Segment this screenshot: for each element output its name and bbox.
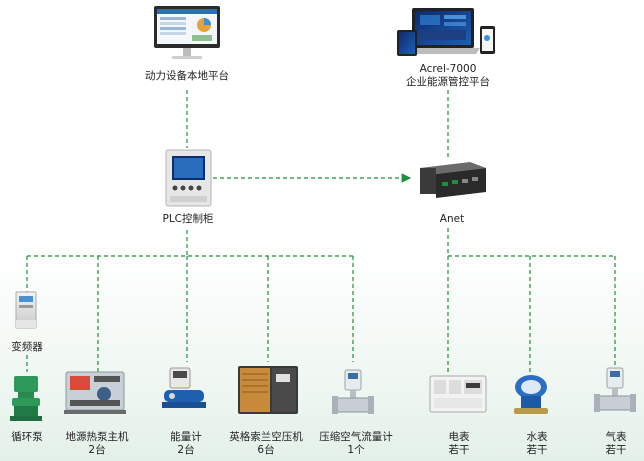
local-platform-label: 动力设备本地平台 [145,70,229,82]
device-name: 能量计 [170,431,202,443]
air-compressor-icon [238,366,298,414]
plc-label: PLC控制柜 [162,213,214,225]
flow-meter-icon [332,369,374,414]
device-count: 2台 [177,444,195,456]
energy-meter-icon [162,367,206,408]
device-label-water: 水表若干 [527,431,548,457]
device-name: 地源热泵主机 [65,431,129,443]
gas-meter-icon [594,367,636,412]
device-count: 若干 [605,444,627,456]
device-label-elec: 电表若干 [449,431,470,457]
plc-cabinet-icon [165,149,212,207]
device-label-vfd: 变频器 [11,341,43,353]
device-count: 2台 [88,444,106,456]
device-label-pump: 循环泵 [11,431,43,443]
pump-icon [10,376,42,421]
electricity-meter-icon [429,375,487,413]
device-count: 1个 [347,444,365,456]
device-name: 英格索兰空压机 [229,431,303,443]
acrel-platform-model: Acrel-7000 [419,63,477,75]
device-name: 压缩空气流量计 [319,431,393,443]
connection-lines [26,90,616,372]
device-count: 6台 [257,444,275,456]
heat-pump-icon [64,371,126,414]
inverter-icon [15,291,37,329]
device-label-gas: 气表若干 [606,431,627,457]
device-name: 电表 [448,431,470,443]
gateway-icon [420,162,486,198]
device-name: 水表 [526,431,548,443]
gateway-label: Anet [439,213,465,225]
device-name: 气表 [605,431,627,443]
device-count: 若干 [448,444,470,456]
acrel-platform-name: 企业能源管控平台 [406,76,490,88]
monitor-icon [154,6,220,59]
water-meter-icon [514,375,548,414]
laptop-tablet-phone-icon [397,8,495,56]
device-count: 若干 [526,444,548,456]
